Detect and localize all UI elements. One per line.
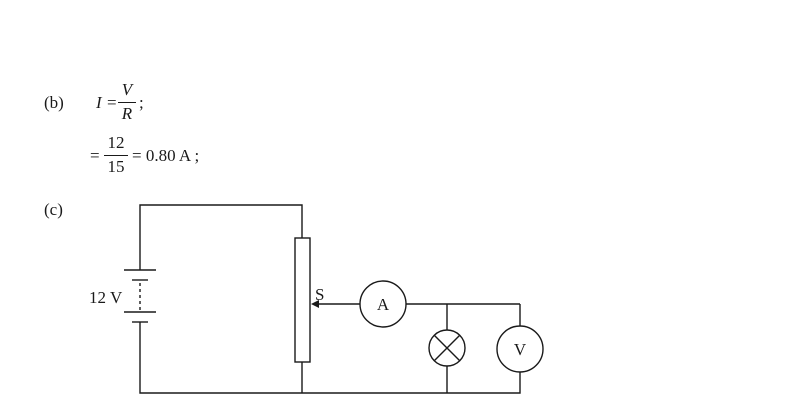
fraction-numerator: V <box>121 80 133 99</box>
numeric-fraction: 12 15 <box>104 133 128 177</box>
part-b-label: (b) <box>44 93 64 112</box>
current-symbol: I <box>96 93 102 112</box>
wire-left-bottom <box>139 322 521 394</box>
voltmeter-label: V <box>514 340 527 359</box>
lamp-cross-2 <box>433 334 461 362</box>
slider-arrowhead <box>311 300 319 308</box>
ammeter-icon <box>359 280 407 328</box>
fraction-denominator: R <box>121 104 133 123</box>
semicolon: ; <box>139 93 144 112</box>
ammeter-label: A <box>377 295 390 314</box>
equals-sign: = <box>107 93 117 112</box>
voltmeter-icon <box>496 325 544 373</box>
part-c-label: (c) <box>44 200 63 219</box>
v-over-r-fraction: V R <box>118 80 136 124</box>
lamp-icon <box>428 329 466 367</box>
fraction-denominator: 15 <box>107 157 125 176</box>
battery-label: 12 V <box>89 288 123 307</box>
wire-top <box>139 204 303 270</box>
fraction-bar <box>104 155 128 156</box>
slider-label: S <box>315 285 324 304</box>
fraction-bar <box>118 102 136 103</box>
rheostat <box>294 237 311 363</box>
equals-sign-2: = <box>90 146 100 165</box>
fraction-numerator: 12 <box>107 133 125 152</box>
result-text: = 0.80 A ; <box>132 146 200 165</box>
